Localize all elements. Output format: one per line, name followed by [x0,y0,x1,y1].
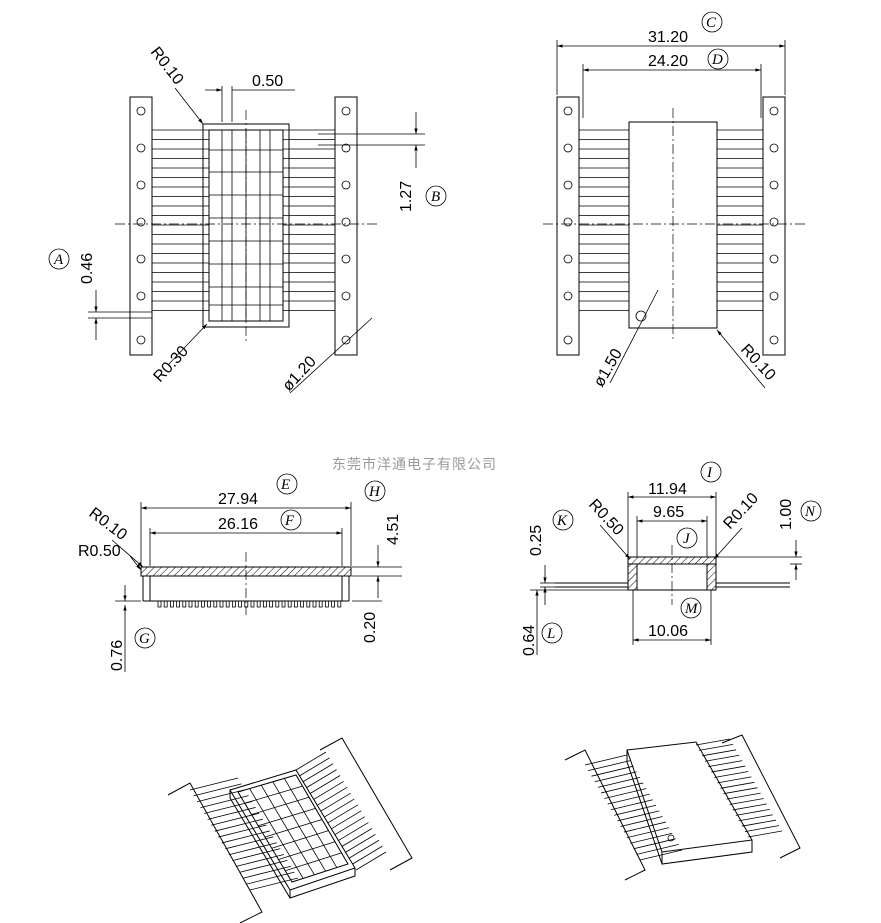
label-d-circle [707,48,729,70]
label-k-circle [552,509,574,531]
dim-phi150: ø1.50 [591,346,626,390]
frame-hole [136,254,146,264]
frame-hole [563,335,573,345]
label-g-circle [134,627,156,649]
frame-hole [341,335,351,345]
top-left-view: R0.10 0.50 1.27 B 0.46 A R0.30 ø1.20 [48,44,447,395]
frame-hole [769,180,779,190]
frame-hole [136,180,146,190]
company-watermark: 东莞市洋通电子有限公司 [332,456,497,473]
label-f: F [284,513,295,529]
dim-r010-sl: R0.10 [86,505,130,544]
frame-hole [341,180,351,190]
label-i-circle [700,461,722,483]
frame-hole [341,143,351,153]
frame-hole [563,106,573,116]
frame-hole [769,217,779,227]
frame-hole [769,335,779,345]
dim-127: 1.27 [398,181,415,212]
frame-hole [341,291,351,301]
dim-046: 0.46 [79,253,96,284]
dim-965: 9.65 [653,504,684,521]
label-f-circle [280,509,302,531]
frame-hole [563,254,573,264]
label-d: D [711,52,723,68]
dim-076: 0.76 [109,640,126,671]
frame-hole [563,143,573,153]
top-right-view: 31.20 C 24.20 D ø1.50 R0.10 [543,11,806,390]
iso-view-closed [564,734,801,881]
frame-hole [769,106,779,116]
frame-hole [769,143,779,153]
frame-hole [136,217,146,227]
label-j: J [683,531,691,547]
dim-2616: 26.16 [218,516,258,533]
label-h-circle [364,480,386,502]
frame-hole [341,217,351,227]
dim-1006: 10.06 [648,623,688,640]
label-j-circle [676,527,698,549]
frame-hole [563,291,573,301]
iso-view-open [167,737,413,923]
label-l-circle [541,622,563,644]
frame-hole [563,217,573,227]
dim-r010-top: R0.10 [147,44,187,88]
dim-1194: 11.94 [648,481,687,498]
frame-hole [136,143,146,153]
label-m: M [684,601,699,617]
frame-hole [136,106,146,116]
dim-3120: 31.20 [648,29,688,46]
label-b-circle [425,185,447,207]
label-n-circle [800,500,822,522]
label-m-circle [680,597,702,619]
dim-phi120: ø1.20 [279,353,319,395]
frame-hole [136,335,146,345]
label-g: G [139,631,150,647]
dim-020: 0.20 [362,612,379,643]
dim-100: 1.00 [778,499,795,530]
label-e: E [280,477,290,493]
label-e-circle [276,473,298,495]
side-section-left: 27.94 E 26.16 F R0.10 R0.50 4.51 H 0.20 … [78,473,402,672]
dim-064: 0.64 [521,625,538,656]
label-b: B [431,189,440,205]
label-n: N [804,504,816,520]
dim-r010-right: R0.10 [737,341,779,384]
dim-r030: R0.30 [150,343,192,386]
label-i: I [706,465,713,481]
frame-hole [769,291,779,301]
side-section-right: 11.94 I 9.65 J R0.50 R0.10 0.25 K 0.64 L [521,461,822,656]
dim-2794: 27.94 [218,491,258,508]
frame-hole [563,180,573,190]
dim-r010-sr: R0.10 [720,490,762,533]
dim-r050-sr: R0.50 [585,496,627,539]
label-k: K [556,513,568,529]
label-a: A [53,252,64,268]
frame-hole [769,254,779,264]
label-h: H [368,484,381,500]
dim-2420: 24.20 [648,53,688,70]
frame-hole [341,254,351,264]
label-c-circle [701,11,723,33]
frame-hole [341,106,351,116]
label-l: L [546,626,555,642]
dim-r050-sl: R0.50 [78,543,121,560]
dim-050: 0.50 [252,73,283,90]
label-c: C [706,15,717,31]
frame-hole [136,291,146,301]
dim-025: 0.25 [528,525,545,556]
label-a-circle [48,248,70,270]
dim-451: 4.51 [385,514,402,545]
